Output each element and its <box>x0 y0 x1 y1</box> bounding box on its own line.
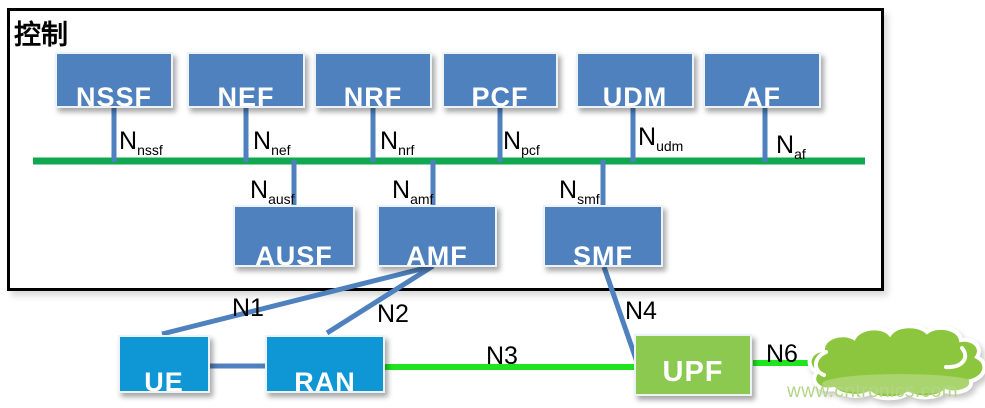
nf-box-label: SMF <box>573 241 633 267</box>
ref-label-ausf: Nausf <box>250 176 295 207</box>
nf-box-smf: SMF <box>543 205 663 267</box>
ref-label-nrf: Nnrf <box>380 127 415 158</box>
n2-label: N2 <box>377 300 409 328</box>
nf-box-ausf: AUSF <box>233 205 355 267</box>
n1-label: N1 <box>232 294 264 322</box>
ref-label-udm: Nudm <box>638 123 684 154</box>
ue-box: UE <box>118 335 210 393</box>
ref-label-nef: Nnef <box>253 127 291 158</box>
ue-box-label: UE <box>144 367 184 393</box>
n6-label: N6 <box>766 340 798 368</box>
nf-box-udm: UDM <box>576 52 694 108</box>
link-n2-line <box>325 263 435 336</box>
n3-label: N3 <box>486 342 518 370</box>
nf-box-label: AUSF <box>255 241 333 267</box>
n4-label: N4 <box>625 297 657 325</box>
ref-label-nssf: Nnssf <box>119 127 163 158</box>
nf-box-label: AF <box>743 82 781 108</box>
nf-box-label: NEF <box>217 82 275 108</box>
upf-box-label: UPF <box>662 356 724 388</box>
upf-box: UPF <box>634 334 752 396</box>
ran-box: RAN <box>265 335 385 393</box>
internet-cloud-icon <box>807 324 985 401</box>
ref-label-af: Naf <box>776 131 806 162</box>
nf-box-af: AF <box>703 52 821 108</box>
nf-box-amf: AMF <box>377 205 497 267</box>
nf-box-label: PCF <box>471 82 529 108</box>
nf-box-nrf: NRF <box>314 52 432 108</box>
nf-box-label: NRF <box>343 82 403 108</box>
ref-label-pcf: Npcf <box>503 127 540 158</box>
nf-box-label: NSSF <box>75 82 152 108</box>
link-n4-line <box>601 266 640 363</box>
link-n1-line <box>161 263 434 337</box>
nf-box-pcf: PCF <box>442 52 558 108</box>
ran-box-label: RAN <box>294 367 356 393</box>
nf-box-label: AMF <box>406 241 468 267</box>
ref-label-amf: Namf <box>392 176 434 207</box>
nf-box-nssf: NSSF <box>55 52 173 108</box>
control-region-label: 控制 <box>14 20 68 50</box>
nf-box-label: UDM <box>602 82 668 108</box>
nf-box-nef: NEF <box>187 52 305 108</box>
ref-label-smf: Nsmf <box>559 176 600 207</box>
watermark: www.cntronics.com <box>787 381 959 402</box>
